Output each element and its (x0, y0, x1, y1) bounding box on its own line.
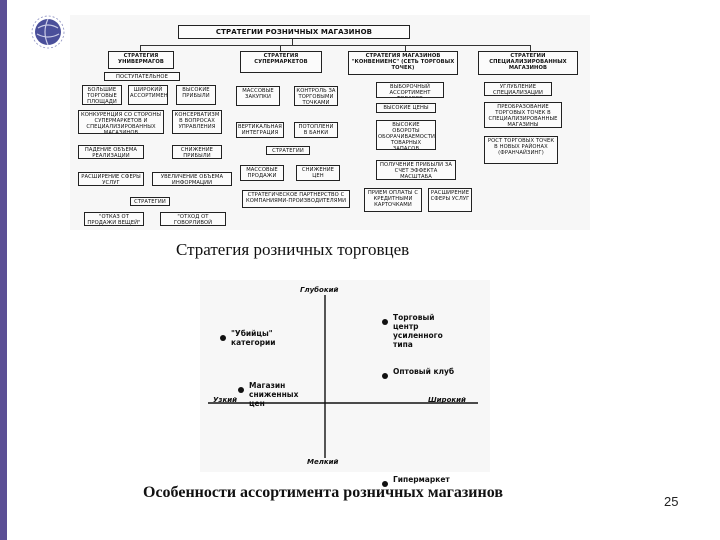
col2-item: Снижение цен (296, 165, 340, 181)
col-header-convenience: Стратегия магазинов "конвениенс" (сеть т… (348, 51, 458, 75)
point-marker (382, 373, 388, 379)
col3-item: Высокие цены (376, 103, 436, 113)
col2-item: Потоплени в банки (294, 122, 338, 138)
point-label: Торговый центр усиленного типа (393, 313, 443, 349)
col2-item: Вертикальная интеграция (236, 122, 284, 138)
col1-item: Высокие прибыли (176, 85, 216, 105)
globe-logo-icon (31, 15, 65, 49)
left-accent-bar (0, 0, 7, 540)
assortment-chart-scan (200, 280, 490, 472)
col-header-dept-stores: Стратегия универмагов (108, 51, 174, 69)
col-header-supermarkets: Стратегия супермаркетов (240, 51, 322, 73)
col4-item: Рост торговых точек в новых районах (ФРА… (484, 136, 558, 164)
col1-item: Увеличение объема информации (152, 172, 232, 186)
col4-item: Преобразование торговых точек в специали… (484, 102, 562, 128)
point-marker (238, 387, 244, 394)
col2-item: Массовые закупки (236, 86, 280, 106)
col3-item: Прием оплаты с кредитными карточками (364, 188, 422, 212)
point-label: Оптовый клуб (393, 367, 455, 376)
col2-item: Массовые продажи (240, 165, 284, 181)
assortment-chart-caption: Особенности ассортимента розничных магаз… (143, 484, 503, 501)
point-label: Гипермаркет (393, 475, 450, 484)
col1-item: Конкуренция со стороны супермаркетов и с… (78, 110, 164, 134)
axis-top-label: Глубокий (300, 286, 339, 294)
org-root-box: Стратегии розничных магазинов (178, 25, 410, 39)
org-chart-caption: Стратегия розничных торговцев (176, 240, 410, 259)
col2-item: Стратегии (266, 146, 310, 155)
col4-item: Углубление специализации (484, 82, 552, 96)
col3-item: Выборочный ассортимент товаров (376, 82, 444, 98)
col1-item: Большие торговые площади (82, 85, 122, 105)
point-marker (382, 319, 388, 325)
point-label: Магазин сниженных цен (249, 381, 299, 409)
page-number: 25 (664, 494, 679, 509)
col1-item: Стратегии (130, 197, 170, 206)
col1-item: Консерватизм в вопросах управления (172, 110, 222, 134)
point-label: "Убийцы" категории (231, 329, 276, 348)
assortment-axes (208, 295, 478, 458)
col3-item: Высокие обороты оборачиваемости товарных… (376, 120, 436, 150)
point-marker (220, 335, 226, 342)
col2-item: Стратегическое партнерство с компаниями-… (242, 190, 350, 208)
axis-left-label: Узкий (213, 396, 238, 404)
col3-item: Получение прибыли за счет эффекта масшта… (376, 160, 456, 180)
axis-right-label: Широкий (428, 396, 466, 404)
col1-item: Расширение сферы услуг (78, 172, 144, 186)
point-marker (382, 481, 388, 487)
col1-item: Падение объема реализации (78, 145, 144, 159)
col1-item: "Отход от говорливой продажи" (160, 212, 226, 226)
col1-item: Снижение прибыли (172, 145, 222, 159)
col-header-specialized: Стратегии специализированных магазинов (478, 51, 578, 75)
axis-bottom-label: Мелкий (307, 458, 339, 466)
col1-item: Широкий ассортимент (128, 85, 168, 105)
col2-item: Контроль за торговыми точками (294, 86, 338, 106)
col1-item: "Отказ от продажи вещей" (84, 212, 144, 226)
col1-item: Поступательное развитие (104, 72, 180, 81)
col3-item: Расширение сферы услуг (428, 188, 472, 212)
